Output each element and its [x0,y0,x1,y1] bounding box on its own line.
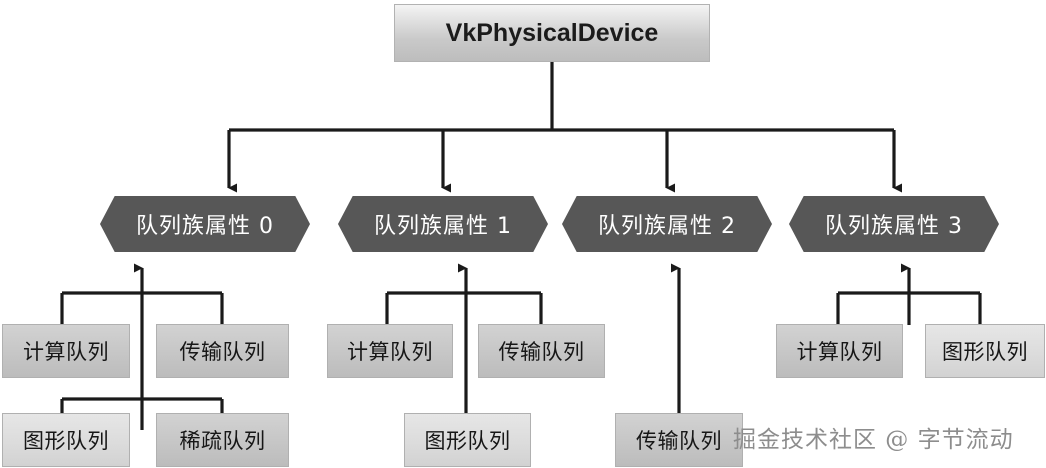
queue-box-f2-q0[interactable]: 传输队列 [615,413,743,467]
root-node-vkphysicaldevice[interactable]: VkPhysicalDevice [394,4,710,62]
queue-box-f1-q1[interactable]: 传输队列 [478,324,605,378]
queue-family-label-2: 队列族属性 2 [598,214,736,239]
queue-box-f3-q1[interactable]: 图形队列 [925,324,1045,378]
queue-box-f0-q1[interactable]: 传输队列 [156,324,289,378]
root-node-label: VkPhysicalDevice [445,18,659,47]
queue-box-label-f0-q2: 图形队列 [23,429,109,453]
queue-family-node-0[interactable]: 队列族属性 0 [100,196,310,252]
queue-box-f1-q0[interactable]: 计算队列 [327,324,453,378]
queue-box-label-f1-q2: 图形队列 [424,429,511,453]
queue-box-f1-q2[interactable]: 图形队列 [404,413,531,467]
queue-box-f3-q0[interactable]: 计算队列 [776,324,903,378]
queue-family-label-3: 队列族属性 3 [825,214,963,239]
queue-box-label-f3-q0: 计算队列 [796,340,883,364]
queue-box-label-f1-q0: 计算队列 [347,340,433,364]
queue-box-f0-q2[interactable]: 图形队列 [2,413,130,467]
queue-box-f0-q3[interactable]: 稀疏队列 [156,413,289,467]
queue-family-node-1[interactable]: 队列族属性 1 [338,196,548,252]
queue-box-label-f1-q1: 传输队列 [498,340,585,364]
queue-box-label-f3-q1: 图形队列 [942,340,1028,364]
queue-box-label-f0-q0: 计算队列 [23,340,109,364]
watermark-text: 掘金技术社区 @ 字节流动 [733,427,1014,453]
queue-family-label-1: 队列族属性 1 [374,214,512,239]
queue-box-label-f2-q0: 传输队列 [636,429,722,453]
queue-family-label-0: 队列族属性 0 [136,214,274,239]
queue-family-node-3[interactable]: 队列族属性 3 [789,196,999,252]
queue-box-f0-q0[interactable]: 计算队列 [2,324,130,378]
queue-family-node-2[interactable]: 队列族属性 2 [562,196,772,252]
queue-box-label-f0-q3: 稀疏队列 [179,429,266,453]
queue-box-label-f0-q1: 传输队列 [179,340,266,364]
